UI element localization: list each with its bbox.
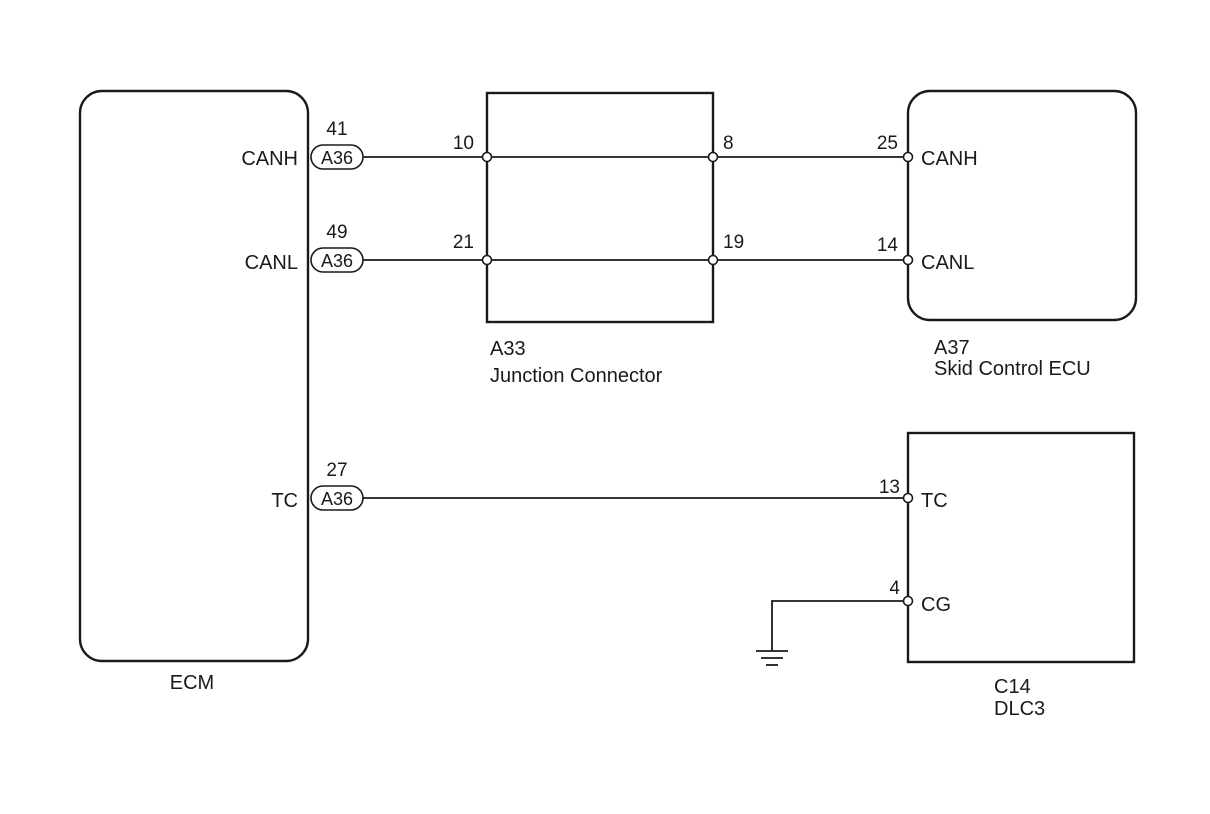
pin-terminals: [481, 151, 914, 607]
dlc3-code: C14: [994, 676, 1031, 698]
terminal-skid-ecu-14: [902, 254, 914, 266]
ecm-canh-pin: 41: [326, 119, 347, 140]
ecm-tc-pin: 27: [326, 460, 347, 481]
terminal-junction-8: [707, 151, 719, 163]
ecm-name: ECM: [170, 672, 214, 694]
wire-cg-ground: [771, 600, 908, 651]
dlc3-outline: [906, 431, 1136, 664]
terminal-junction-10: [481, 151, 493, 163]
terminal-junction-19: [707, 254, 719, 266]
dlc3-label-tc: TC: [921, 490, 948, 512]
dlc3-pin-tc: 13: [879, 477, 900, 498]
ecm-tc-label: TC: [271, 490, 298, 512]
skid-ecu-code: A37: [934, 337, 970, 359]
skid-ecu-pin-canl: 14: [877, 235, 899, 256]
dlc3-block: C14 DLC3 13 TC 4 CG: [879, 431, 1136, 720]
junction-right-pin-canh: 8: [723, 133, 734, 154]
skid-ecu-outline: [906, 89, 1138, 322]
skid-ecu-pin-canh: 25: [877, 133, 898, 154]
ecm-canh-connector: A36: [321, 148, 353, 168]
ground-icon: [756, 650, 788, 666]
dlc3-pin-cg: 4: [889, 578, 900, 599]
terminal-dlc3-13: [902, 492, 914, 504]
ecm-outline: [78, 89, 310, 663]
terminal-skid-ecu-25: [902, 151, 914, 163]
ecm-canl-connector: A36: [321, 251, 353, 271]
skid-ecu-label-canh: CANH: [921, 148, 978, 170]
junction-name: Junction Connector: [490, 365, 663, 387]
ecm-tc-connector: A36: [321, 489, 353, 509]
wires: [363, 156, 908, 651]
terminal-dlc3-4: [902, 595, 914, 607]
skid-control-ecu-block: A37 Skid Control ECU 25 CANH 14 CANL: [877, 89, 1138, 380]
junction-right-pin-canl: 19: [723, 232, 744, 253]
junction-outline: [485, 91, 715, 324]
ecm-block: ECM CANH 41 A36 CANL 49 A36 TC 27 A36: [78, 89, 364, 694]
ecm-canl-label: CANL: [245, 252, 298, 274]
junction-connector-block: A33 Junction Connector 10 21 8 19: [453, 91, 744, 387]
junction-code: A33: [490, 338, 526, 360]
ecm-canh-label: CANH: [241, 148, 298, 170]
terminal-junction-21: [481, 254, 493, 266]
dlc3-label-cg: CG: [921, 594, 951, 616]
ecm-canl-pin: 49: [326, 222, 347, 243]
skid-ecu-name: Skid Control ECU: [934, 358, 1091, 380]
skid-ecu-label-canl: CANL: [921, 252, 974, 274]
junction-left-pin-canl: 21: [453, 232, 474, 253]
junction-left-pin-canh: 10: [453, 133, 474, 154]
dlc3-name: DLC3: [994, 698, 1045, 720]
